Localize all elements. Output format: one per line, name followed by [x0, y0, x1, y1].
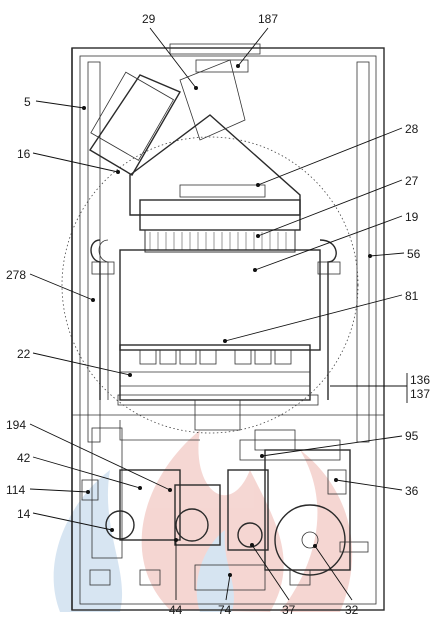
callout-22: 22 [17, 347, 31, 361]
callout-187: 187 [258, 12, 278, 26]
callout-137: 137 [410, 387, 430, 401]
callout-44: 44 [169, 603, 183, 617]
callout-278: 278 [6, 268, 26, 282]
callout-27: 27 [405, 174, 419, 188]
callout-56: 56 [407, 247, 421, 261]
callout-28: 28 [405, 122, 419, 136]
heat-exchanger [119, 184, 321, 351]
watermark-flame-logo [53, 430, 353, 612]
fan-assembly [89, 59, 301, 216]
side-pipes [90, 239, 341, 400]
callout-114: 114 [6, 483, 25, 497]
callout-42: 42 [17, 451, 31, 465]
callout-81: 81 [405, 289, 419, 303]
combustion-chamber-outline [61, 136, 359, 434]
callout-37: 37 [282, 603, 296, 617]
burner-assembly [117, 344, 319, 406]
callout-32: 32 [345, 603, 359, 617]
hydraulic-group [72, 399, 384, 591]
callout-14: 14 [17, 507, 31, 521]
callout-16: 16 [17, 147, 31, 161]
callout-194: 194 [6, 418, 26, 432]
leader-lines [29, 27, 408, 601]
callout-5: 5 [24, 95, 31, 109]
callout-95: 95 [405, 429, 419, 443]
callout-29: 29 [142, 12, 156, 26]
callout-19: 19 [405, 210, 419, 224]
callout-74: 74 [218, 603, 232, 617]
callout-36: 36 [405, 484, 419, 498]
callout-136: 136 [410, 373, 430, 387]
